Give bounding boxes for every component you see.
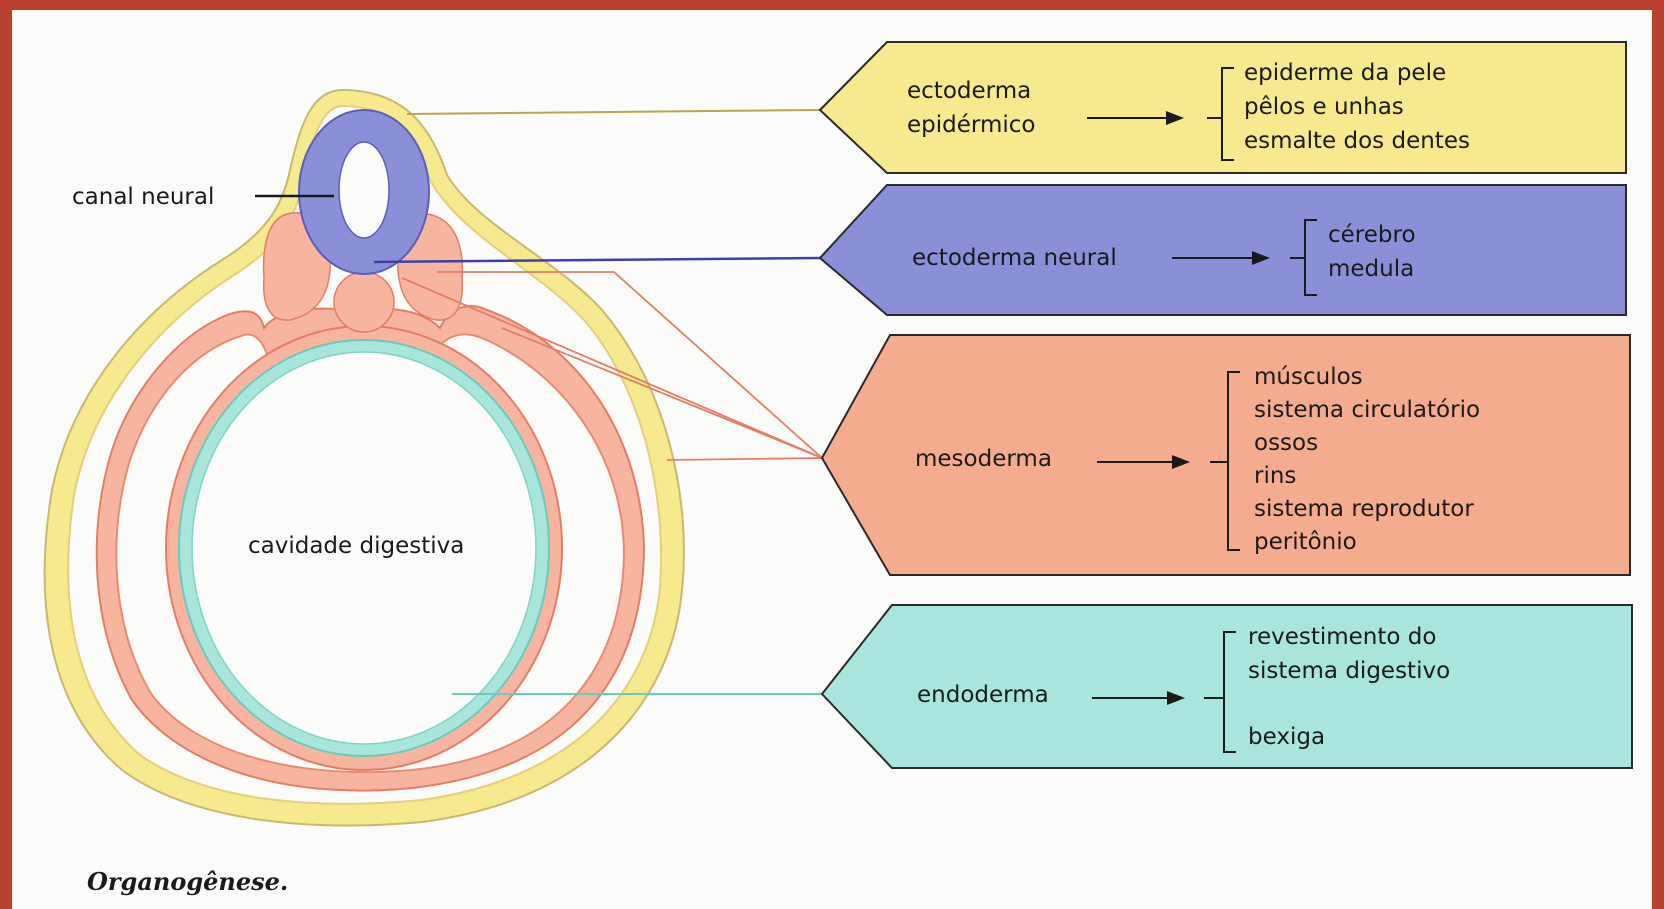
canal-neural-label: canal neural — [72, 184, 214, 210]
notochord — [334, 272, 394, 332]
ectoderma-epidermico-name-line1: ectoderma — [907, 78, 1031, 104]
mesoderma-item-0: músculos — [1254, 364, 1363, 390]
box-mesoderma: mesoderma músculos sistema circulatório … — [822, 335, 1630, 575]
neural-canal — [339, 142, 389, 238]
endoderma-item-1: sistema digestivo — [1248, 658, 1450, 684]
ectoderma-epidermico-name-line2: epidérmico — [907, 112, 1035, 138]
box-ectoderma-neural: ectoderma neural cérebro medula — [820, 185, 1626, 315]
figure-caption: Organogênese. — [87, 867, 288, 896]
endoderma-item-0: revestimento do — [1248, 624, 1436, 650]
organogenesis-diagram: ectoderma epidérmico epiderme da pele pê… — [12, 10, 1652, 909]
cavidade-digestiva-label: cavidade digestiva — [248, 533, 464, 559]
box-endoderma: endoderma revestimento do sistema digest… — [822, 605, 1632, 768]
endoderma-name: endoderma — [917, 682, 1049, 708]
mesoderma-item-1: sistema circulatório — [1254, 397, 1480, 423]
endoderma-item-2: bexiga — [1248, 724, 1325, 750]
mesoderma-item-5: peritônio — [1254, 529, 1357, 555]
figure-page: ectoderma epidérmico epiderme da pele pê… — [12, 10, 1652, 909]
mesoderma-name: mesoderma — [915, 446, 1052, 472]
ectoderma-epidermico-item-1: pêlos e unhas — [1244, 94, 1404, 120]
mesoderma-item-3: rins — [1254, 463, 1296, 489]
mesoderma-item-2: ossos — [1254, 430, 1318, 456]
ectoderma-neural-item-1: medula — [1328, 256, 1414, 282]
ectoderma-epidermico-item-2: esmalte dos dentes — [1244, 128, 1470, 154]
mesoderma-item-4: sistema reprodutor — [1254, 496, 1474, 522]
ectoderma-neural-item-0: cérebro — [1328, 222, 1416, 248]
box-ectoderma-epidermico: ectoderma epidérmico epiderme da pele pê… — [820, 42, 1626, 173]
ectoderma-epidermico-item-0: epiderme da pele — [1244, 60, 1446, 86]
ectoderma-neural-name: ectoderma neural — [912, 245, 1117, 271]
